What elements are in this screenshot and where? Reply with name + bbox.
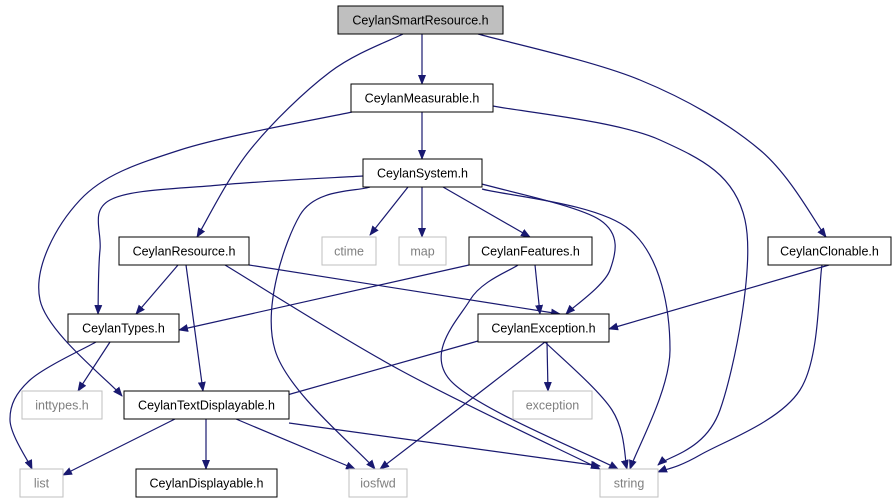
node-inttypes-box	[21, 390, 103, 420]
node-string: string	[599, 468, 659, 498]
edge-resource-to-string	[224, 264, 601, 470]
node-system-label: CeylanSystem.h	[377, 167, 468, 181]
node-measurable-box	[350, 83, 494, 113]
edge-resource-to-exception	[248, 264, 561, 317]
node-features[interactable]: CeylanFeatures.h	[468, 236, 593, 266]
node-features-label: CeylanFeatures.h	[481, 245, 580, 259]
edge-smartresource-to-clonable	[477, 33, 827, 238]
node-smartresource-box	[337, 5, 504, 35]
node-resource-box	[118, 236, 250, 266]
node-map-box	[398, 236, 447, 266]
node-textdisplayable[interactable]: CeylanTextDisplayable.h	[123, 390, 290, 420]
edge-clonable-to-exception	[608, 264, 830, 331]
node-map-label: map	[410, 245, 434, 259]
edge-system-to-iosfwd	[270, 186, 376, 470]
node-exceptionstd-label: exception	[526, 399, 580, 413]
nodes-layer: CeylanSmartResource.hCeylanMeasurable.hC…	[19, 5, 892, 498]
node-exceptionstd-box	[512, 390, 593, 420]
node-list-box	[19, 468, 64, 498]
node-ctime: ctime	[321, 236, 377, 266]
edge-features-to-types	[178, 264, 470, 332]
edge-measurable-to-textdisplayable	[38, 111, 353, 397]
node-clonable-label: CeylanClonable.h	[780, 245, 879, 259]
node-measurable[interactable]: CeylanMeasurable.h	[350, 83, 494, 113]
node-exception-box	[477, 313, 610, 343]
edges-layer	[9, 33, 830, 476]
node-resource-label: CeylanResource.h	[133, 245, 236, 259]
node-iosfwd-box	[348, 468, 408, 498]
node-textdisplayable-label: CeylanTextDisplayable.h	[138, 399, 275, 413]
node-ctime-box	[321, 236, 377, 266]
node-exception-label: CeylanException.h	[491, 322, 595, 336]
node-map: map	[398, 236, 447, 266]
edge-textdisplayable-to-string	[288, 422, 601, 469]
edge-system-to-exception	[481, 183, 616, 315]
edge-textdisplayable-to-list	[62, 418, 176, 476]
edge-system-to-ctime	[369, 186, 409, 236]
node-list-label: list	[34, 477, 50, 491]
node-smartresource[interactable]: CeylanSmartResource.h	[337, 5, 504, 35]
edge-smartresource-to-resource	[196, 33, 404, 238]
edge-system-to-features	[442, 186, 531, 238]
edge-resource-to-textdisplayable	[185, 264, 206, 392]
edge-resource-to-types	[135, 264, 179, 315]
edge-clonable-to-string	[657, 264, 823, 473]
node-iosfwd: iosfwd	[348, 468, 408, 498]
node-clonable[interactable]: CeylanClonable.h	[767, 236, 892, 266]
edge-system-to-types	[94, 175, 364, 315]
node-list: list	[19, 468, 64, 498]
edge-exception-to-iosfwd	[379, 341, 546, 470]
node-displayable-label: CeylanDisplayable.h	[150, 477, 264, 491]
edge-features-to-exception	[534, 264, 544, 315]
edge-types-to-list	[9, 341, 97, 470]
node-types[interactable]: CeylanTypes.h	[67, 313, 180, 343]
node-ctime-label: ctime	[334, 245, 364, 259]
node-displayable[interactable]: CeylanDisplayable.h	[135, 468, 278, 498]
edge-textdisplayable-to-iosfwd	[235, 418, 356, 470]
node-measurable-label: CeylanMeasurable.h	[365, 92, 480, 106]
node-system[interactable]: CeylanSystem.h	[362, 158, 483, 188]
node-resource[interactable]: CeylanResource.h	[118, 236, 250, 266]
node-smartresource-label: CeylanSmartResource.h	[352, 14, 488, 28]
node-iosfwd-label: iosfwd	[360, 477, 395, 491]
node-textdisplayable-box	[123, 390, 290, 420]
node-system-box	[362, 158, 483, 188]
node-displayable-box	[135, 468, 278, 498]
node-clonable-box	[767, 236, 892, 266]
node-string-box	[599, 468, 659, 498]
edge-exception-to-exceptionstd	[543, 341, 552, 392]
node-features-box	[468, 236, 593, 266]
node-exception[interactable]: CeylanException.h	[477, 313, 610, 343]
edge-system-to-string	[481, 188, 671, 470]
edge-exception-to-textdisplayable	[279, 340, 479, 399]
edge-features-to-string	[440, 264, 619, 470]
node-exceptionstd: exception	[512, 390, 593, 420]
edge-exception-to-string	[544, 341, 629, 470]
node-string-label: string	[614, 477, 645, 491]
edge-measurable-to-string	[492, 105, 749, 466]
node-inttypes-label: inttypes.h	[35, 399, 89, 413]
node-types-label: CeylanTypes.h	[82, 322, 165, 336]
node-inttypes: inttypes.h	[21, 390, 103, 420]
node-types-box	[67, 313, 180, 343]
edge-types-to-inttypes	[77, 341, 111, 392]
